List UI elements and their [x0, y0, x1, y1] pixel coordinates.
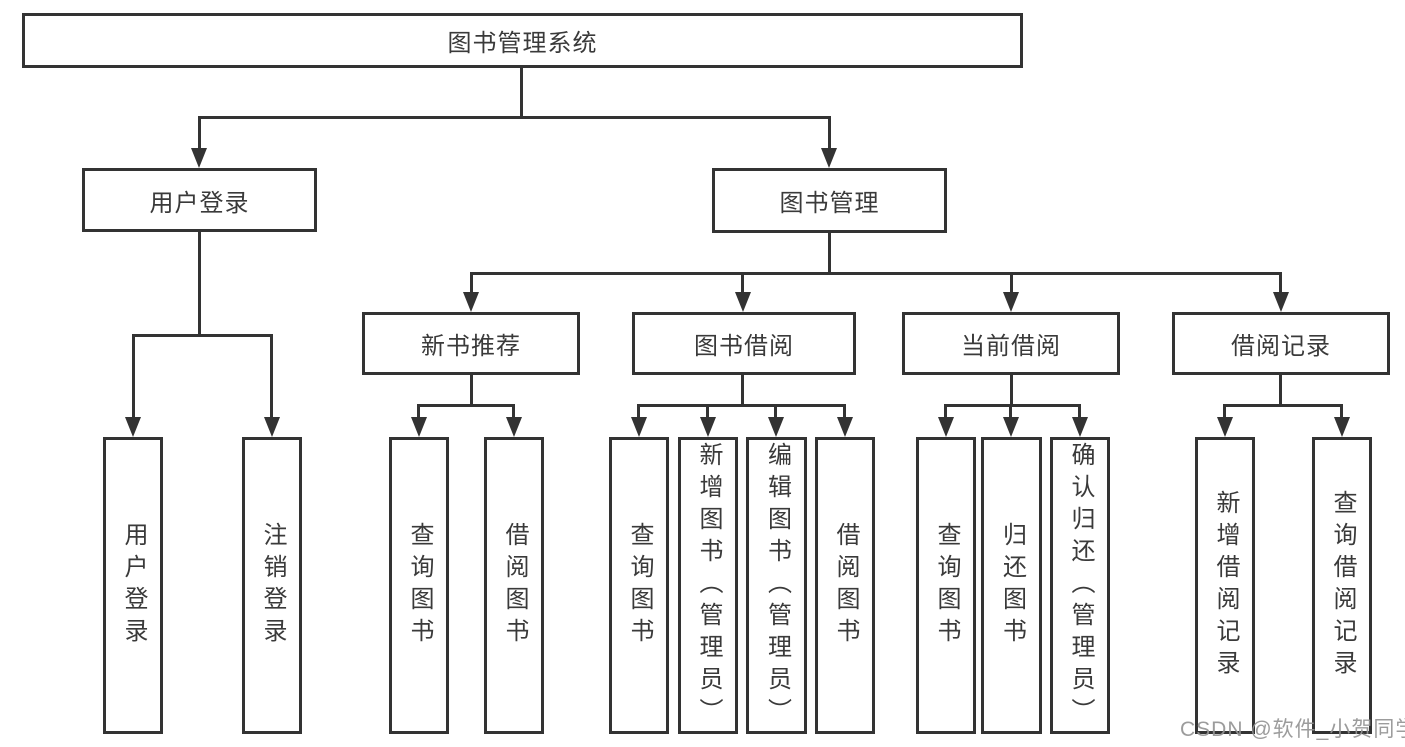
connector-recommend-trunk: [470, 375, 473, 406]
node-label: 编辑图书（管理员）: [763, 441, 791, 730]
node-label: 新书推荐: [421, 333, 521, 360]
node-label: 借阅记录: [1231, 333, 1331, 360]
leaf-current-return-books: 归还图书: [981, 437, 1042, 734]
connector-user-login-trunk: [198, 232, 201, 336]
node-label: 查询借阅记录: [1329, 489, 1356, 682]
node-label: 查询图书: [933, 521, 960, 650]
leaf-borrow-borrow-books: 借阅图书: [815, 437, 875, 734]
arrow-down-icon: [191, 148, 207, 168]
leaf-current-query-books: 查询图书: [916, 437, 976, 734]
connector-drop: [843, 404, 846, 420]
node-user-login: 用户登录: [82, 168, 317, 232]
node-new-book-recommend: 新书推荐: [362, 312, 580, 375]
leaf-borrow-query-books: 查询图书: [609, 437, 669, 734]
connector-borrow-records-trunk: [1279, 375, 1282, 406]
connector-drop-new-book-recommend: [470, 272, 473, 294]
leaf-records-add-record: 新增借阅记录: [1195, 437, 1255, 734]
arrow-down-icon: [631, 417, 647, 437]
leaf-borrow-add-books-admin: 新增图书（管理员）: [678, 437, 738, 734]
connector-book-borrow-bus: [638, 404, 846, 407]
connector-book-borrow-trunk: [741, 375, 744, 406]
node-label: 用户登录: [120, 521, 147, 650]
leaf-recommend-borrow-books: 借阅图书: [484, 437, 544, 734]
connector-root-bus: [198, 116, 831, 119]
connector-drop-book-borrow: [741, 272, 744, 294]
connector-drop: [944, 404, 947, 420]
connector-drop-leaf-user-login: [132, 334, 135, 418]
node-label: 图书管理系统: [447, 30, 598, 57]
node-borrow-records: 借阅记录: [1172, 312, 1390, 375]
connector-drop-user-login: [198, 116, 201, 150]
arrow-down-icon: [938, 417, 954, 437]
connector-drop-current-borrow: [1010, 272, 1013, 294]
node-label: 确认归还（管理员）: [1067, 441, 1094, 730]
csdn-watermark: CSDN @软件_小贺同学: [1180, 718, 1405, 741]
connector-recommend-bus: [418, 404, 515, 407]
node-label: 用户登录: [149, 189, 250, 217]
connector-drop: [512, 404, 515, 420]
connector-root-trunk: [520, 68, 523, 118]
arrow-down-icon: [463, 292, 479, 312]
arrow-down-icon: [768, 417, 784, 437]
leaf-current-confirm-return-admin: 确认归还（管理员）: [1050, 437, 1110, 734]
connector-drop: [417, 404, 420, 420]
arrow-down-icon: [411, 417, 427, 437]
connector-drop: [706, 404, 709, 420]
node-label: 图书管理: [779, 190, 880, 217]
arrow-down-icon: [506, 417, 522, 437]
connector-level3-bus: [470, 272, 1282, 275]
node-label: 新增借阅记录: [1212, 489, 1239, 682]
arrow-down-icon: [264, 417, 280, 437]
node-label: 当前借阅: [961, 333, 1061, 360]
connector-drop: [1078, 404, 1081, 420]
arrow-down-icon: [1003, 292, 1019, 312]
connector-drop: [1009, 404, 1012, 420]
node-book-management: 图书管理: [712, 168, 947, 233]
arrow-down-icon: [1273, 292, 1289, 312]
connector-current-borrow-bus: [944, 404, 1081, 407]
arrow-down-icon: [735, 292, 751, 312]
node-label: 查询图书: [626, 521, 653, 650]
connector-current-borrow-trunk: [1010, 375, 1013, 406]
node-label: 借阅图书: [832, 521, 859, 650]
arrow-down-icon: [125, 417, 141, 437]
connector-drop-borrow-records: [1279, 272, 1282, 294]
connector-borrow-records-bus: [1223, 404, 1343, 407]
connector-drop-leaf-logout: [270, 334, 273, 418]
leaf-recommend-query-books: 查询图书: [389, 437, 449, 734]
arrow-down-icon: [1072, 417, 1088, 437]
arrow-down-icon: [1334, 417, 1350, 437]
node-label: 注销登录: [259, 521, 286, 650]
arrow-down-icon: [837, 417, 853, 437]
leaf-logout: 注销登录: [242, 437, 302, 734]
connector-drop: [637, 404, 640, 420]
leaf-user-login: 用户登录: [103, 437, 163, 734]
arrow-down-icon: [700, 417, 716, 437]
node-label: 新增图书（管理员）: [695, 441, 722, 730]
arrow-down-icon: [1217, 417, 1233, 437]
node-label: 图书借阅: [694, 333, 794, 360]
node-label: 查询图书: [406, 521, 433, 650]
node-library-management-system: 图书管理系统: [22, 13, 1023, 68]
leaf-borrow-edit-books-admin: 编辑图书（管理员）: [746, 437, 807, 734]
leaf-records-query-record: 查询借阅记录: [1312, 437, 1372, 734]
node-label: 借阅图书: [501, 521, 528, 650]
node-book-borrow: 图书借阅: [632, 312, 856, 375]
arrow-down-icon: [821, 148, 837, 168]
connector-drop: [1340, 404, 1343, 420]
node-label: 归还图书: [998, 521, 1026, 650]
connector-book-management-trunk: [828, 233, 831, 274]
connector-drop: [774, 404, 777, 420]
arrow-down-icon: [1003, 417, 1019, 437]
node-current-borrow: 当前借阅: [902, 312, 1120, 375]
connector-drop: [1223, 404, 1226, 420]
connector-user-login-bus: [132, 334, 273, 337]
connector-drop-book-management: [828, 116, 831, 150]
